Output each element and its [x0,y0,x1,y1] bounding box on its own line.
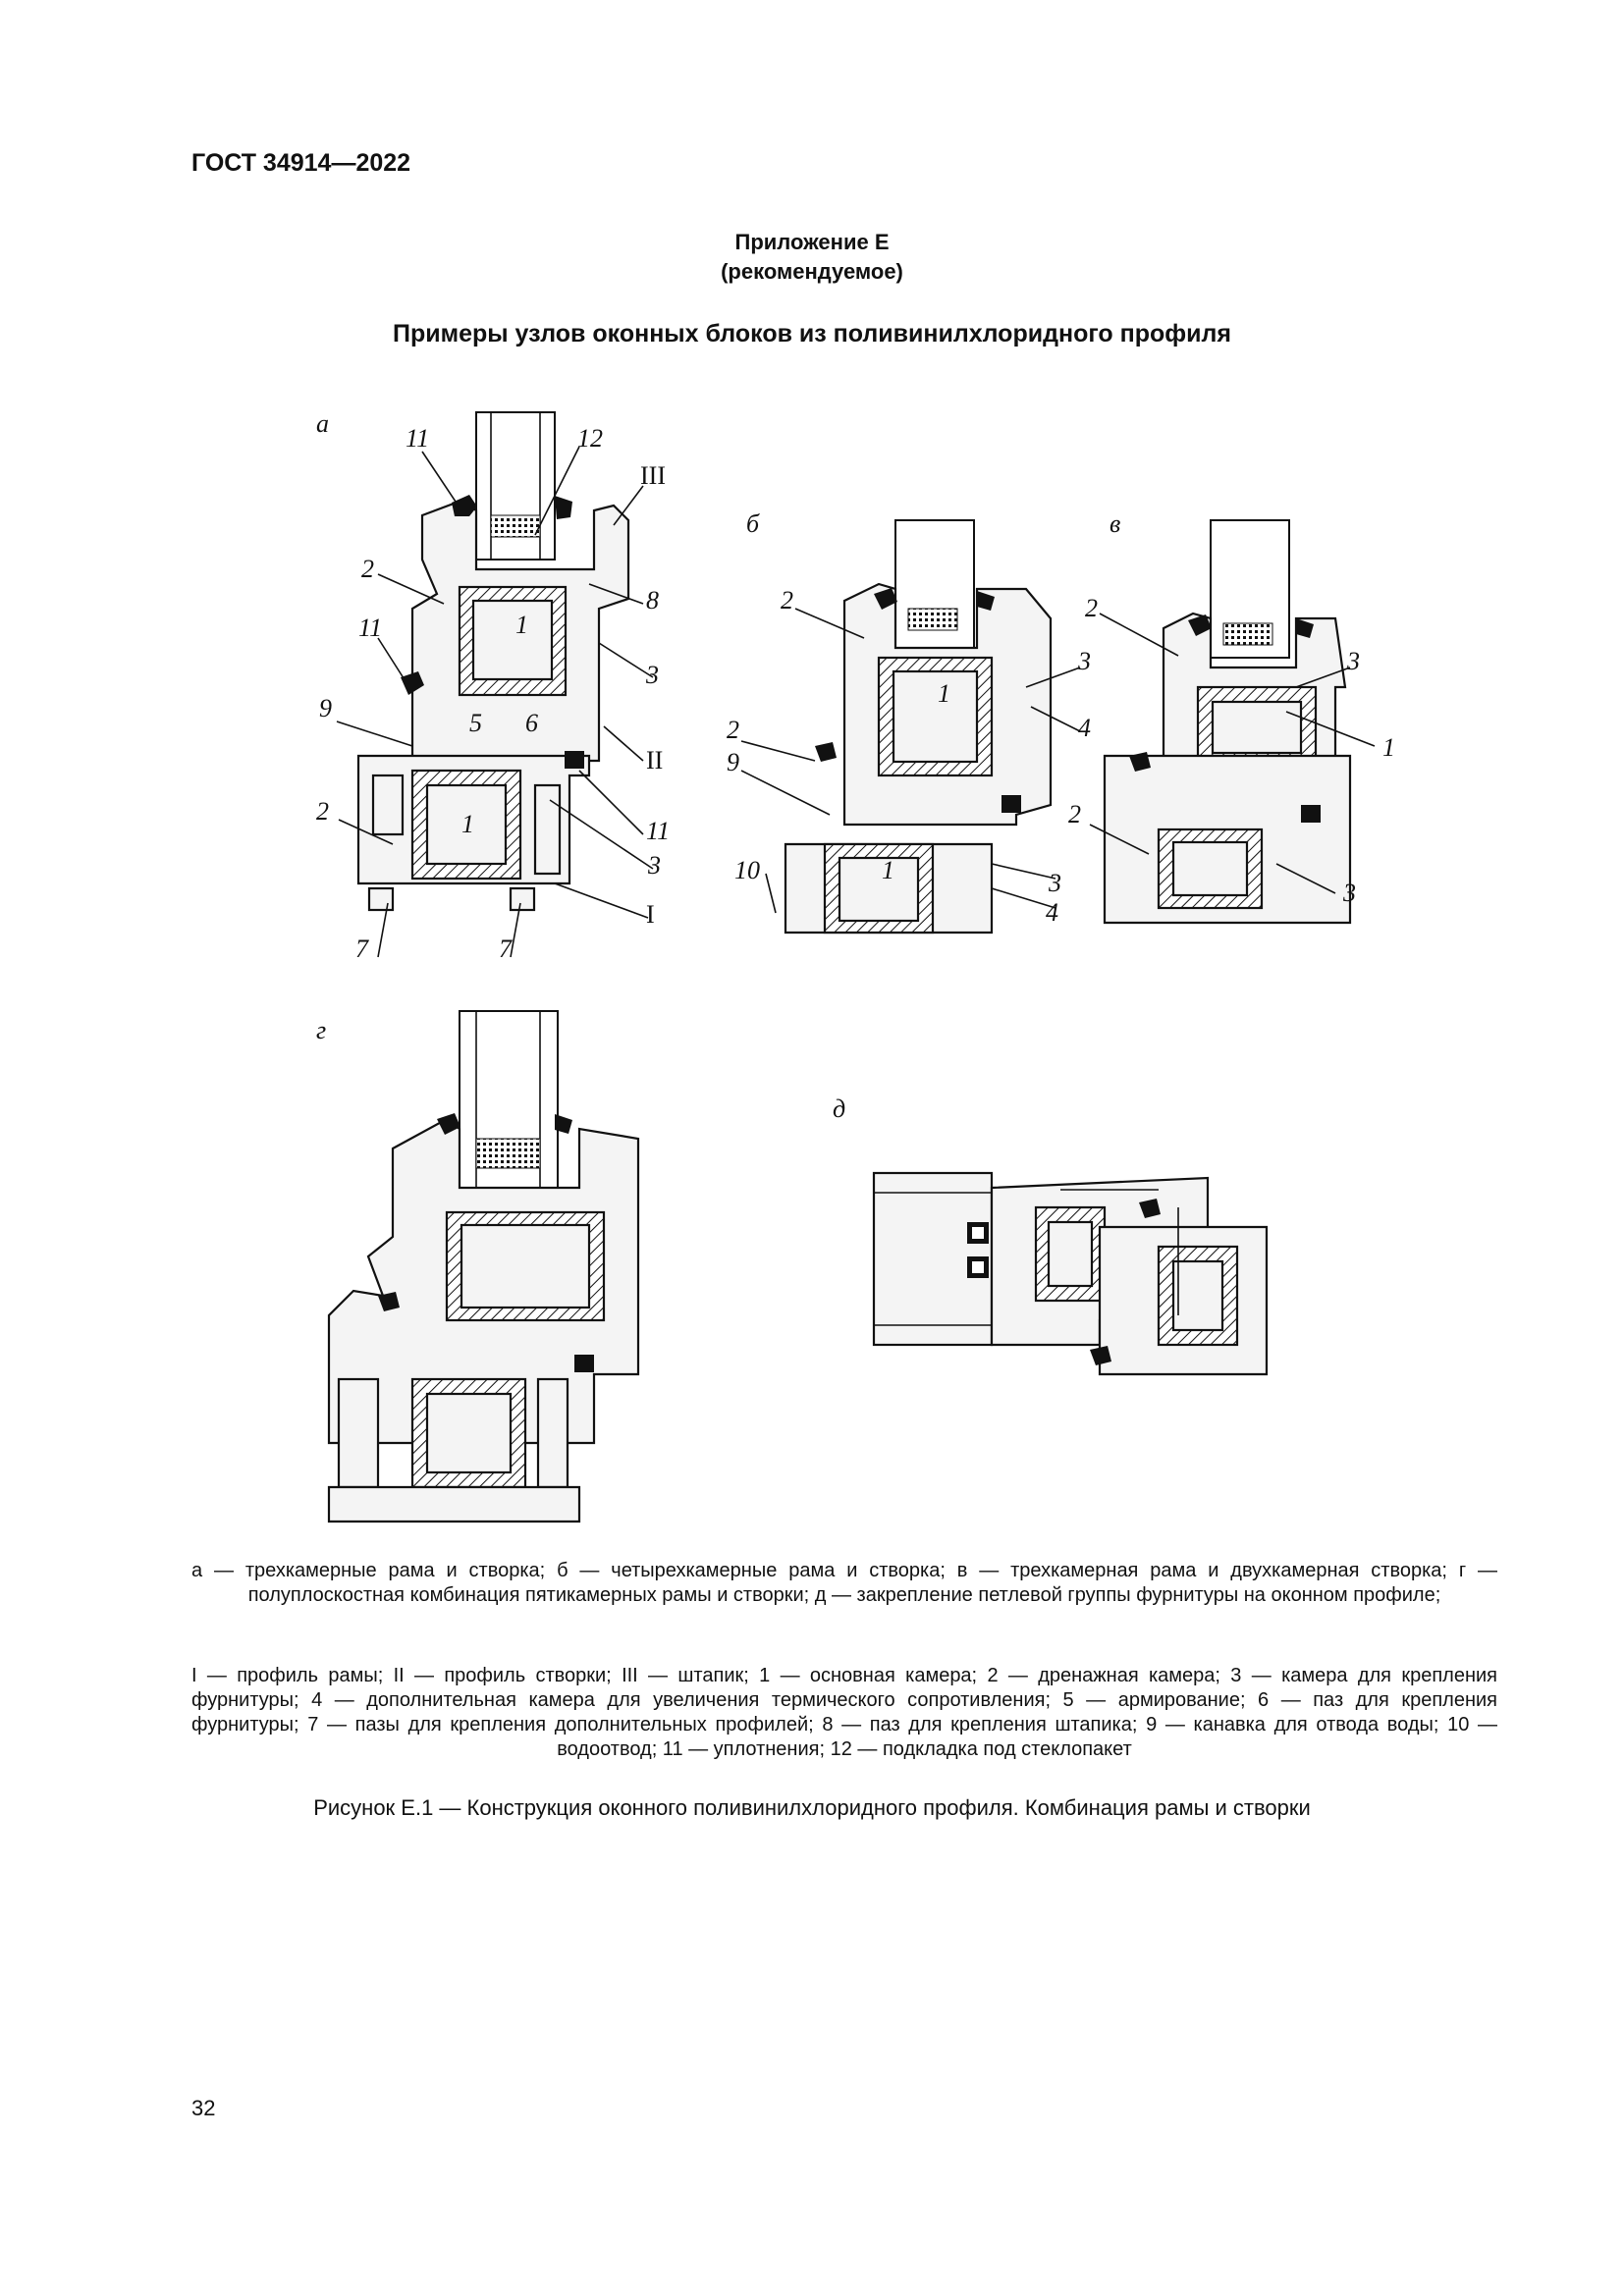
svg-text:5: 5 [469,709,482,737]
svg-text:2: 2 [316,797,329,826]
svg-text:4: 4 [1078,714,1091,742]
svg-text:3: 3 [1342,879,1356,907]
svg-text:6: 6 [525,709,538,737]
svg-text:I: I [646,900,655,929]
figure-title: Рисунок Е.1 — Конструкция оконного полив… [313,1795,1311,1820]
svg-text:11: 11 [406,424,429,453]
svg-text:4: 4 [1046,898,1058,927]
svg-text:2: 2 [1068,800,1081,828]
drawing-d: д [833,1095,1269,1376]
svg-text:3: 3 [647,851,661,880]
drawing-a: а 11 12 III 2 8 11 3 1 9 5 6 II 2 1 3 11… [316,409,670,963]
svg-text:7: 7 [499,934,513,963]
drawing-b: б 2 3 1 4 2 9 1 3 10 4 [727,509,1091,934]
caption-panels: а — трехкамерные рама и створка; б — чет… [191,1560,1497,1606]
panel-v-letter: в [1110,509,1120,538]
svg-text:3: 3 [645,661,659,689]
svg-text:2: 2 [1085,594,1098,622]
page-number: 32 [191,2096,216,2120]
drawing-v: в 2 3 1 2 3 [1068,509,1395,925]
svg-text:8: 8 [646,586,659,614]
svg-text:2: 2 [727,716,739,744]
panel-d-letter: д [833,1095,845,1123]
svg-text:10: 10 [734,856,760,884]
svg-text:1: 1 [461,810,474,838]
svg-text:9: 9 [319,694,332,722]
svg-text:1: 1 [515,611,528,639]
svg-text:7: 7 [355,934,369,963]
panel-b-letter: б [746,509,760,538]
svg-text:3: 3 [1048,869,1061,897]
svg-text:2: 2 [781,586,793,614]
svg-text:1: 1 [938,679,950,708]
svg-text:II: II [646,746,663,774]
document-header: ГОСТ 34914—2022 [191,149,411,177]
svg-text:11: 11 [358,614,382,642]
svg-text:9: 9 [727,748,739,776]
caption-legend: I — профиль рамы; II — профиль створки; … [191,1665,1497,1760]
svg-text:11: 11 [646,817,670,845]
svg-text:III: III [640,461,666,490]
annex-heading: Приложение Е (рекомендуемое) [0,228,1624,287]
svg-text:2: 2 [361,555,374,583]
svg-text:1: 1 [1382,733,1395,762]
annex-title: Примеры узлов оконных блоков из поливини… [392,320,1231,347]
panel-a-letter: а [316,409,329,438]
svg-text:3: 3 [1346,647,1360,675]
svg-text:1: 1 [882,856,894,884]
panel-g-letter: г [316,1016,326,1044]
annex-status: (рекомендуемое) [721,259,903,284]
annex-label: Приложение Е [734,230,890,254]
figure-drawings: а 11 12 III 2 8 11 3 1 9 5 6 II 2 1 3 11… [316,409,1395,1523]
svg-text:12: 12 [577,424,603,453]
drawing-g: г [316,1010,640,1523]
svg-text:3: 3 [1077,647,1091,675]
